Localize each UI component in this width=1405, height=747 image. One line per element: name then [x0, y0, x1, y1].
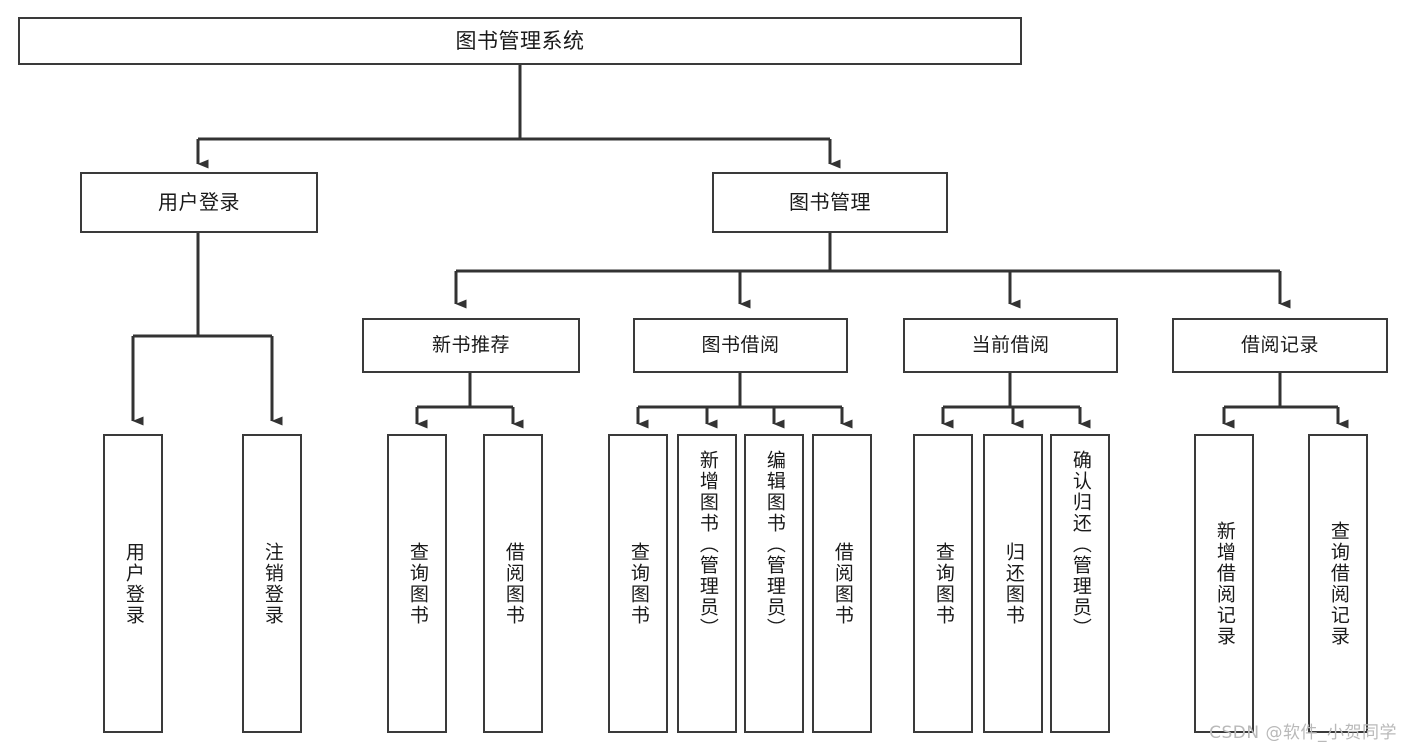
- node-label: 确认归还（管理员）: [1069, 450, 1092, 639]
- node-leaf-edit-book-admin[interactable]: 编辑图书（管理员）: [744, 434, 804, 733]
- node-label: 借阅图书: [502, 541, 525, 626]
- node-label: 图书管理系统: [455, 28, 585, 53]
- node-root-book-management-system[interactable]: 图书管理系统: [18, 17, 1022, 65]
- node-label: 归还图书: [1002, 541, 1025, 626]
- node-borrow-record[interactable]: 借阅记录: [1172, 318, 1388, 373]
- node-user-login[interactable]: 用户登录: [80, 172, 318, 233]
- node-leaf-query-book-recommend[interactable]: 查询图书: [387, 434, 447, 733]
- node-label: 查询图书: [627, 541, 650, 626]
- node-leaf-borrow-book[interactable]: 借阅图书: [812, 434, 872, 733]
- node-leaf-query-book-current[interactable]: 查询图书: [913, 434, 973, 733]
- node-leaf-confirm-return-admin[interactable]: 确认归还（管理员）: [1050, 434, 1110, 733]
- node-current-borrow[interactable]: 当前借阅: [903, 318, 1118, 373]
- node-leaf-user-login[interactable]: 用户登录: [103, 434, 163, 733]
- node-leaf-add-book-admin[interactable]: 新增图书（管理员）: [677, 434, 737, 733]
- node-label: 注销登录: [261, 541, 284, 626]
- node-book-borrow[interactable]: 图书借阅: [633, 318, 848, 373]
- node-label: 用户登录: [158, 189, 240, 214]
- node-label: 查询图书: [932, 541, 955, 626]
- node-leaf-logout-login[interactable]: 注销登录: [242, 434, 302, 733]
- node-leaf-return-book[interactable]: 归还图书: [983, 434, 1043, 733]
- node-label: 编辑图书（管理员）: [763, 450, 786, 639]
- node-label: 新增图书（管理员）: [696, 450, 719, 639]
- node-label: 查询图书: [406, 541, 429, 626]
- node-label: 图书借阅: [701, 334, 780, 357]
- node-leaf-query-book-borrow[interactable]: 查询图书: [608, 434, 668, 733]
- node-new-book-recommend[interactable]: 新书推荐: [362, 318, 580, 373]
- node-label: 用户登录: [122, 541, 145, 626]
- node-leaf-query-borrow-record[interactable]: 查询借阅记录: [1308, 434, 1368, 733]
- node-label: 借阅记录: [1240, 334, 1319, 357]
- node-label: 图书管理: [789, 189, 871, 214]
- node-leaf-borrow-book-recommend[interactable]: 借阅图书: [483, 434, 543, 733]
- node-label: 借阅图书: [831, 541, 854, 626]
- node-label: 查询借阅记录: [1327, 520, 1350, 647]
- node-label: 当前借阅: [971, 334, 1050, 357]
- node-book-management[interactable]: 图书管理: [712, 172, 948, 233]
- node-label: 新增借阅记录: [1213, 520, 1236, 647]
- node-leaf-add-borrow-record[interactable]: 新增借阅记录: [1194, 434, 1254, 733]
- node-label: 新书推荐: [431, 334, 510, 357]
